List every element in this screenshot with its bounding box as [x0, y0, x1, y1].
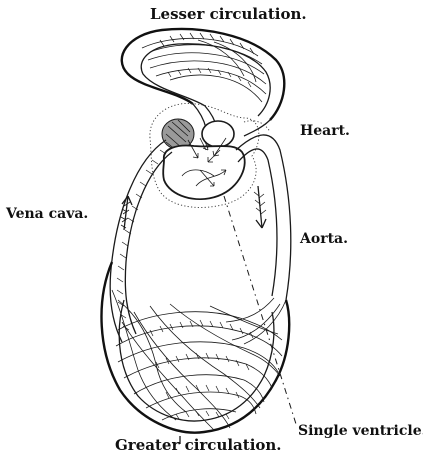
aorta-downward-arrow [254, 186, 266, 228]
label-lesser-circulation: Lesser circulation. [150, 7, 307, 22]
greater-circulation-network [102, 262, 290, 444]
single-ventricle-leader [224, 196, 296, 424]
lesser-circulation-loop [122, 29, 284, 136]
label-vena-cava: Vena cava. [6, 207, 88, 221]
label-single-ventricle: Single ventricle. [298, 424, 423, 438]
vena-cava-upward-arrow [121, 196, 132, 230]
label-heart: Heart. [300, 124, 350, 138]
label-greater-circulation: Greater circulation. [115, 438, 282, 453]
label-aorta: Aorta. [300, 232, 348, 246]
heart-chambers [150, 103, 259, 207]
